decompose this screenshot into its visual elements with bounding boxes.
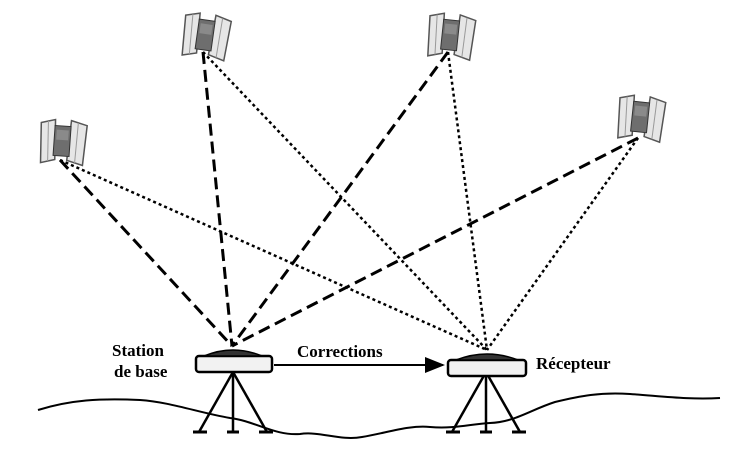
signal-sat4-to-base (231, 136, 639, 348)
satellite-icon (425, 11, 477, 62)
receiver-label: Récepteur (536, 354, 611, 373)
satellite-icon (179, 10, 233, 62)
signal-sat2-to-base (230, 51, 450, 347)
base-station-label-line2: de base (114, 362, 168, 381)
signal-lines-base (58, 51, 639, 348)
tripod-icon (444, 370, 528, 434)
base-station (191, 349, 275, 434)
signal-sat1-to-base (201, 51, 234, 347)
signal-sat4-to-receiver (485, 137, 640, 351)
base-station-plate (194, 354, 274, 374)
signal-sat3-to-base (58, 158, 234, 348)
ground-line (37, 392, 721, 439)
corrections-label: Corrections (297, 342, 383, 361)
signal-sat1-to-receiver (202, 51, 488, 351)
signal-sat3-to-receiver (59, 158, 488, 352)
base-station-label-line1: Station (112, 341, 164, 360)
satellite-icon (615, 93, 667, 144)
signal-lines-receiver (59, 51, 640, 352)
satellite-icon (37, 117, 89, 167)
receiver (444, 353, 528, 434)
receiver-plate (446, 358, 528, 378)
tripod-icon (191, 370, 275, 434)
signal-sat2-to-receiver (446, 51, 489, 351)
